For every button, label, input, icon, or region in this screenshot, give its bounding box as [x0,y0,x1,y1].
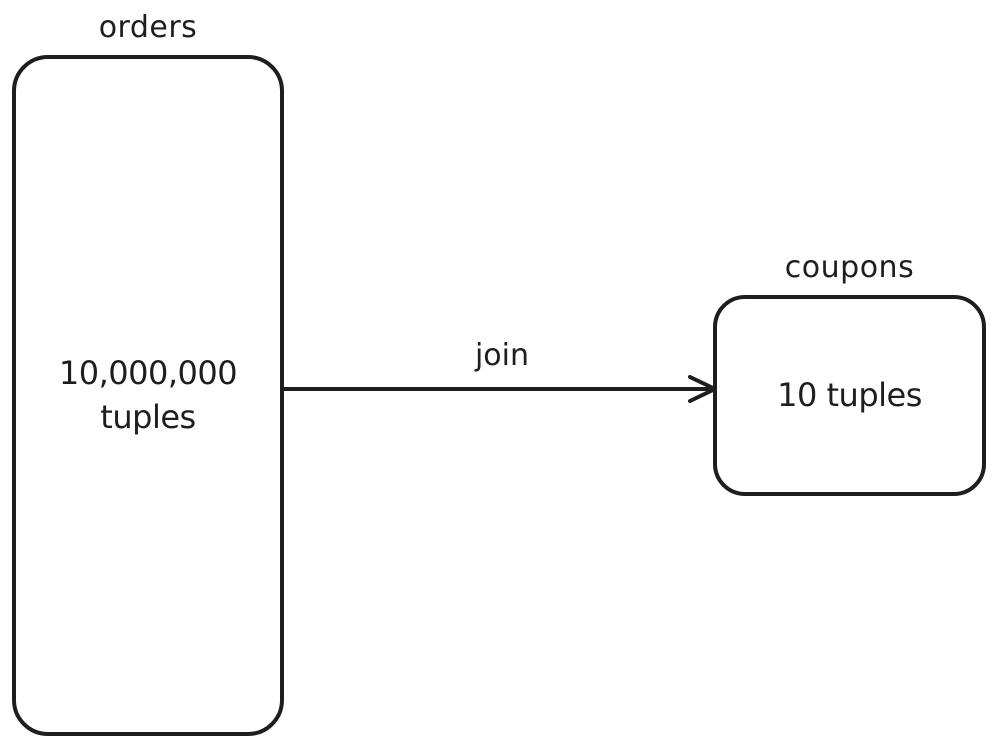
coupons-node-title: coupons [784,250,915,285]
coupons-node: 10 tuples [713,295,986,496]
orders-node-text: 10,000,000 tuples [58,354,238,436]
join-arrow-icon [282,375,717,403]
coupons-node-text: 10 tuples [777,375,922,414]
orders-node: 10,000,000 tuples [12,55,284,736]
orders-node-title: orders [98,10,198,45]
join-edge-label: join [474,338,530,373]
